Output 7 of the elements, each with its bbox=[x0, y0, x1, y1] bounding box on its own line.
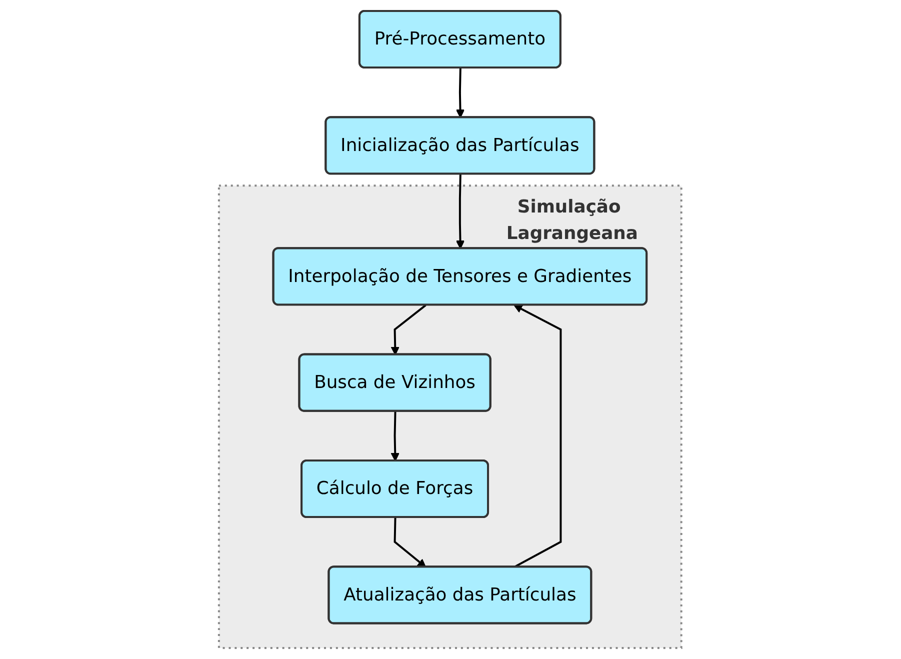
arrow bbox=[456, 174, 465, 249]
arrow bbox=[391, 411, 400, 462]
arrow bbox=[514, 304, 562, 568]
cluster bbox=[218, 184, 683, 650]
arrow bbox=[456, 68, 465, 118]
arrow bbox=[391, 304, 427, 356]
arrow bbox=[394, 518, 426, 568]
